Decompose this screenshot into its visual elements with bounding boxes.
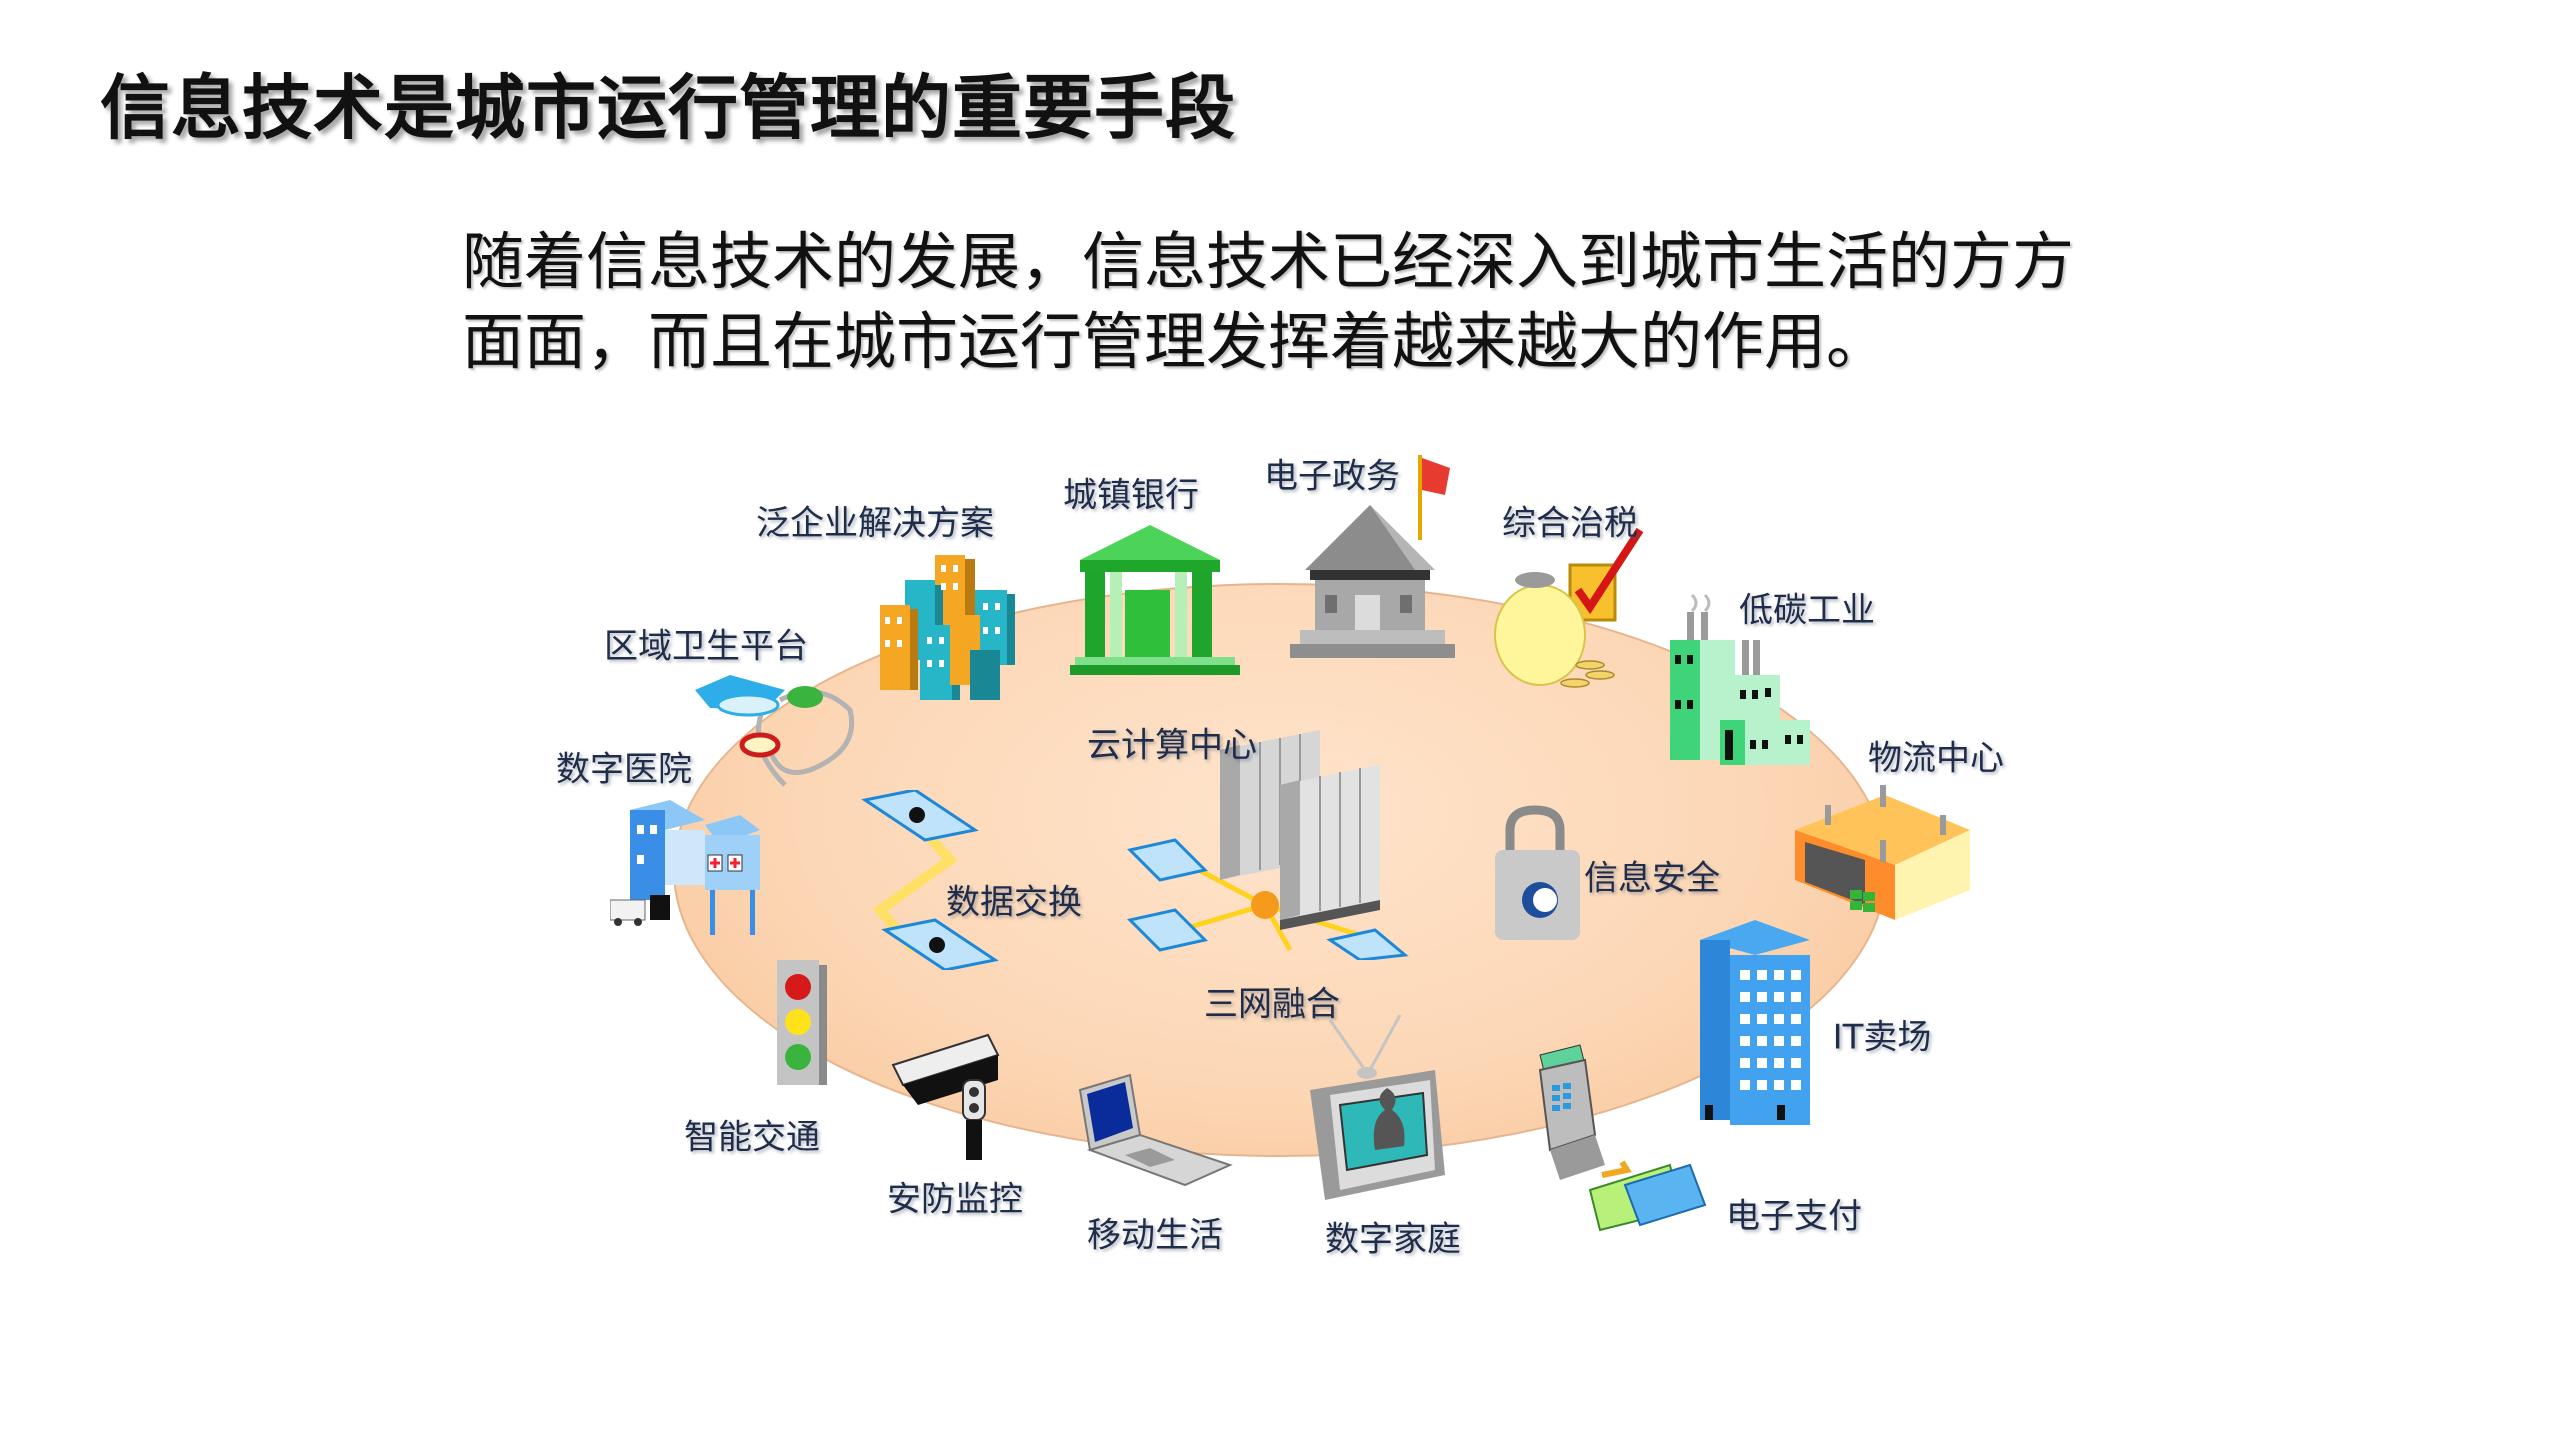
laptop-icon <box>1078 1073 1233 1187</box>
node-label-home: 数字家庭 <box>1325 1219 1461 1260</box>
payment-terminal-card-icon <box>1538 1044 1707 1232</box>
government-building-flag-icon <box>1290 455 1455 658</box>
node-label-cloud: 云计算中心 <box>1087 725 1257 766</box>
node-label-mobile: 移动生活 <box>1087 1215 1223 1256</box>
node-label-hospital: 数字医院 <box>556 749 692 790</box>
node-label-exchange: 数据交换 <box>946 882 1082 923</box>
padlock-icon <box>1495 805 1580 940</box>
office-buildings-icon <box>880 555 1015 700</box>
node-label-surveillance: 安防监控 <box>887 1179 1023 1220</box>
node-label-payment: 电子支付 <box>1726 1196 1862 1237</box>
intro-line-2: 面面，而且在城市运行管理发挥着越来越大的作用。 <box>462 305 1889 378</box>
node-label-industry: 低碳工业 <box>1739 590 1875 631</box>
node-label-tax: 综合治税 <box>1502 503 1638 544</box>
network-terminals-icon <box>1230 930 1231 931</box>
hospital-ambulance-icon <box>610 800 760 935</box>
television-icon <box>1310 1015 1445 1200</box>
traffic-light-icon <box>777 960 827 1085</box>
node-label-security: 信息安全 <box>1584 858 1720 899</box>
node-label-logistics: 物流中心 <box>1868 738 2004 779</box>
slide-title: 信息技术是城市运行管理的重要手段 <box>100 67 1236 149</box>
node-label-traffic: 智能交通 <box>684 1117 820 1158</box>
intro-paragraph: 随着信息技术的发展，信息技术已经深入到城市生活的方方 面面，而且在城市运行管理发… <box>462 222 2162 382</box>
node-label-bank: 城镇银行 <box>1063 475 1199 516</box>
bank-building-icon <box>1070 525 1240 675</box>
money-bag-checkmark-icon <box>1494 527 1644 688</box>
node-label-triple: 三网融合 <box>1204 984 1340 1025</box>
node-label-egov: 电子政务 <box>1264 456 1400 497</box>
node-label-health: 区域卫生平台 <box>604 626 808 667</box>
node-label-itmall: IT卖场 <box>1832 1017 1932 1058</box>
security-camera-icon <box>891 1033 1000 1160</box>
office-tower-icon <box>1700 920 1810 1125</box>
node-label-enterprise: 泛企业解决方案 <box>756 503 994 544</box>
server-racks-icon <box>1127 730 1409 960</box>
factory-icon <box>1670 593 1810 765</box>
warehouse-icon <box>1795 785 1970 920</box>
intro-line-1: 随着信息技术的发展，信息技术已经深入到城市生活的方方 <box>462 225 2075 298</box>
data-exchange-icon <box>861 790 999 970</box>
blood-pressure-monitor-icon <box>695 675 855 787</box>
